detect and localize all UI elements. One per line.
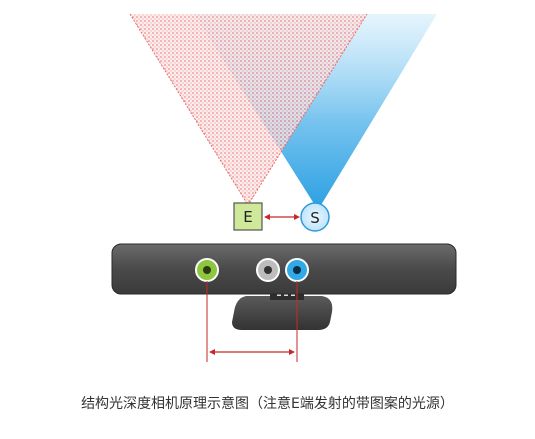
emitter-lens-icon (195, 258, 219, 282)
sensor-label: S (310, 209, 320, 227)
emitter-box-icon: E (233, 202, 263, 231)
camera-stand (232, 296, 333, 330)
baseline-double-arrow (264, 214, 300, 220)
camera-body (111, 243, 457, 295)
rgb-lens-icon (256, 258, 280, 282)
emitter-pattern-cone (130, 14, 367, 205)
depth-camera-icon (111, 243, 457, 330)
sensor-circle-icon: S (300, 202, 330, 232)
emitter-label: E (243, 208, 252, 226)
diagram-caption: 结构光深度相机原理示意图（注意E端发射的带图案的光源） (81, 396, 454, 412)
ir-sensor-lens-icon (285, 258, 309, 282)
lens-distance-marker (206, 281, 298, 362)
